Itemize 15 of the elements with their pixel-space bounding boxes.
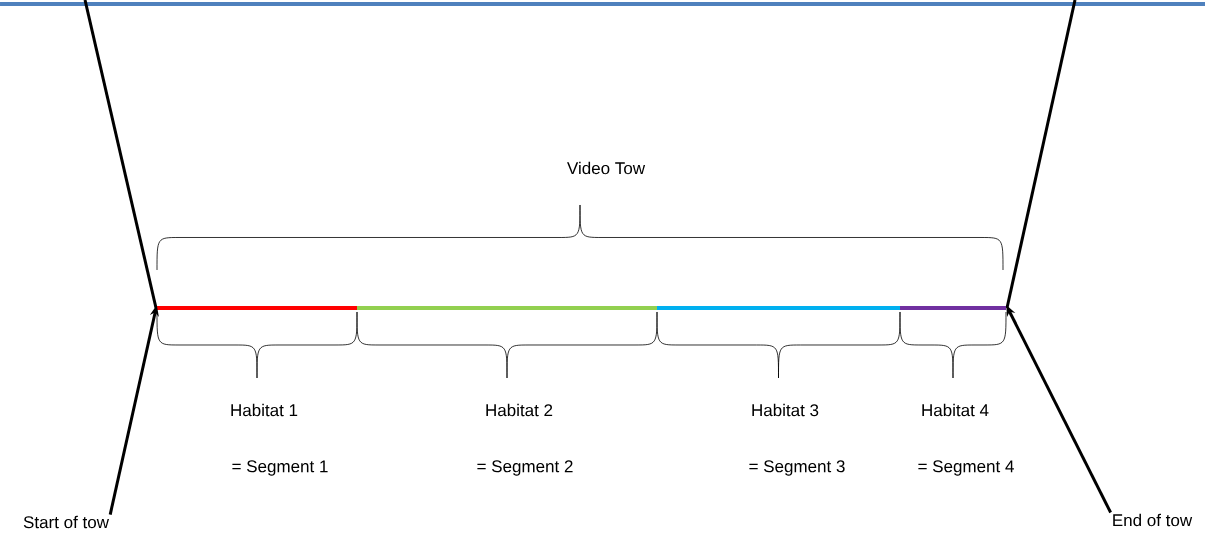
- annotation-text: Start of tow: [23, 515, 110, 529]
- segment-label: Habitat 2: [486, 403, 553, 417]
- segment-bar: [357, 306, 657, 310]
- segment-bar: [900, 306, 1006, 310]
- annotation-text: End of tow: [1113, 513, 1193, 527]
- segment-label: = Segment 2: [477, 460, 573, 476]
- segment-bar: [157, 306, 357, 310]
- segment-label: Habitat 1: [231, 403, 298, 417]
- segment-bar: [657, 306, 900, 310]
- segment-label: Habitat 4: [922, 403, 989, 417]
- segment-label: Habitat 3: [752, 403, 819, 417]
- segment-label: = Segment 1: [232, 460, 328, 476]
- segment-label: = Segment 4: [918, 460, 1014, 476]
- brace-label: Video Tow: [567, 161, 646, 175]
- segment-label: = Segment 3: [749, 460, 845, 476]
